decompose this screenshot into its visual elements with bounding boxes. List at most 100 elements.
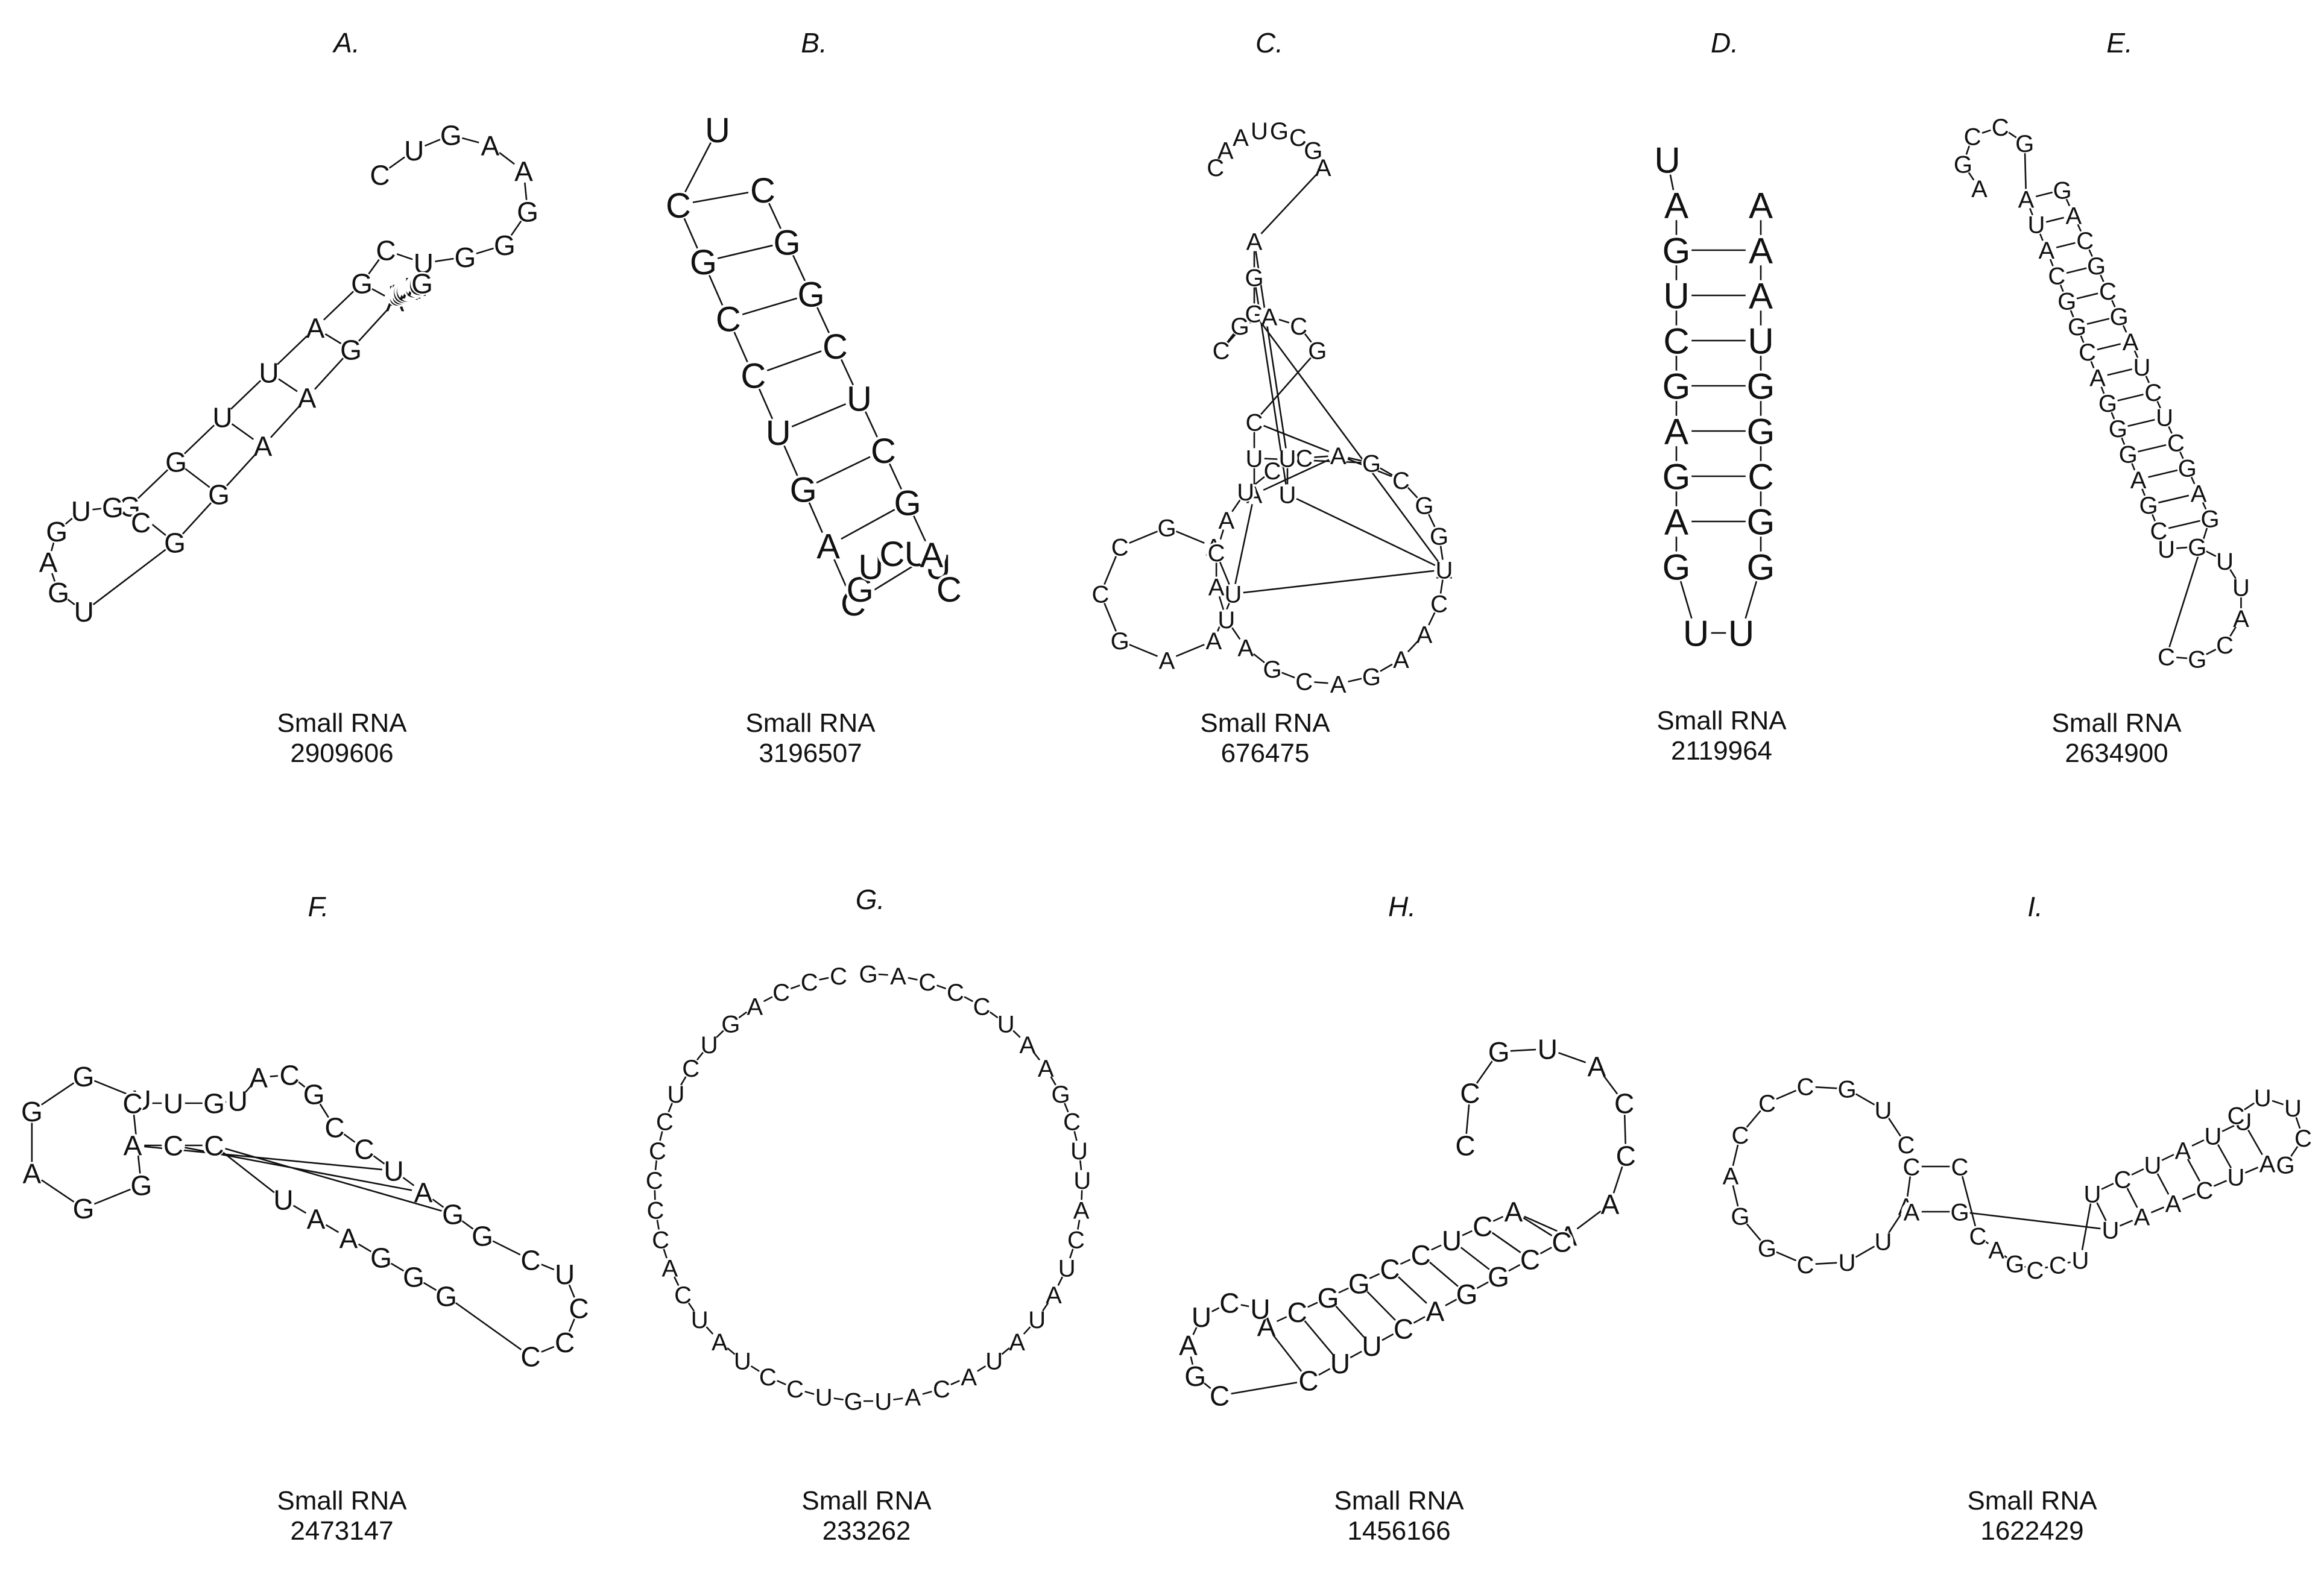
nucleotide-bg bbox=[650, 1229, 671, 1250]
nucleotide-bg bbox=[2063, 205, 2084, 225]
nucleotide: U bbox=[1874, 1229, 1892, 1256]
nucleotide: C bbox=[1246, 409, 1263, 436]
nucleotide-bg bbox=[369, 1245, 393, 1270]
nucleotide-bg bbox=[2100, 1220, 2121, 1240]
nucleotide-bg bbox=[1215, 140, 1236, 160]
nucleotide-bg bbox=[1745, 415, 1776, 447]
nucleotide-bg bbox=[1745, 280, 1776, 311]
nucleotide: G bbox=[2178, 456, 2197, 482]
nucleotide: C bbox=[1213, 338, 1230, 364]
panel-i: I. CUGCCCAGGCUUACCCAGCCUUCUAUUCUUCGAUCAA… bbox=[1720, 891, 2314, 1546]
nucleotide: G bbox=[1837, 1077, 1856, 1103]
rna-structure-h: CCGUACCAAACUCCGGCAUCUAGCCUUCAGGCC bbox=[1176, 1034, 1638, 1412]
rna-structure-i: CUGCCCAGGCUUACCCAGCCUUCUAUUCUUCGAUCAAUGA bbox=[1720, 1074, 2314, 1284]
nucleotide-bg bbox=[247, 1066, 270, 1089]
nucleotide: U bbox=[163, 1088, 183, 1119]
nucleotide-bg bbox=[892, 488, 923, 517]
nucleotide-bg bbox=[1990, 116, 2010, 137]
nucleotide-bg bbox=[709, 1331, 730, 1352]
nucleotide-bg bbox=[2187, 537, 2208, 557]
nucleotide: A bbox=[481, 130, 499, 162]
nucleotide-bg bbox=[1206, 576, 1227, 597]
nucleotide: U bbox=[2084, 1181, 2101, 1207]
nucleotide: G bbox=[1308, 338, 1327, 364]
nucleotide-bg bbox=[680, 1057, 701, 1078]
nucleotide-bg bbox=[858, 963, 879, 984]
nucleotide: C bbox=[740, 357, 766, 396]
nucleotide: A bbox=[306, 313, 325, 344]
nucleotide-bg bbox=[1287, 127, 1309, 148]
nucleotide: C bbox=[656, 1109, 674, 1136]
nucleotide-bg bbox=[2142, 1154, 2163, 1175]
nucleotide: U bbox=[766, 414, 791, 453]
nucleotide-bg bbox=[2142, 382, 2164, 403]
nucleotide: A bbox=[662, 1255, 678, 1282]
nucleotide-bg bbox=[713, 304, 744, 333]
nucleotide: G bbox=[1231, 313, 1249, 340]
nucleotide: C bbox=[354, 1134, 374, 1165]
nucleotide: A bbox=[124, 1130, 142, 1162]
nucleotide: A bbox=[1019, 1032, 1035, 1059]
nucleotide-bg bbox=[1486, 1265, 1511, 1288]
nucleotide-bg bbox=[1661, 461, 1692, 492]
nucleotide-bg bbox=[1455, 1282, 1479, 1306]
nucleotide: U bbox=[1073, 1168, 1091, 1194]
nucleotide-bg bbox=[2231, 577, 2252, 598]
nucleotide-bg bbox=[2226, 1166, 2246, 1187]
nucleotide: U bbox=[705, 111, 730, 150]
nucleotide-bg bbox=[1066, 1229, 1087, 1250]
nucleotide-bg bbox=[745, 996, 765, 1016]
nucleotide: C bbox=[947, 980, 964, 1006]
nucleotide: G bbox=[494, 230, 516, 261]
nucleotide: G bbox=[2276, 1152, 2294, 1179]
nucleotide: U bbox=[2232, 575, 2250, 602]
nucleotide: C bbox=[2294, 1126, 2312, 1152]
nucleotide-bg bbox=[1035, 1057, 1056, 1078]
nucleotide: C bbox=[555, 1327, 575, 1358]
nucleotide: C bbox=[370, 160, 390, 191]
nucleotide: C bbox=[1290, 313, 1307, 340]
nucleotide: C bbox=[1460, 1077, 1480, 1109]
nucleotide: C bbox=[1992, 115, 2009, 141]
nucleotide: G bbox=[442, 1199, 464, 1230]
nucleotide: U bbox=[997, 1011, 1015, 1037]
nucleotide: A bbox=[1749, 231, 1773, 271]
nucleotide-bg bbox=[1837, 1251, 1857, 1273]
nucleotide: A bbox=[298, 383, 317, 414]
nucleotide: G bbox=[1318, 1282, 1339, 1314]
nucleotide: G bbox=[797, 275, 824, 315]
nucleotide-bg bbox=[352, 1137, 376, 1161]
nucleotide-bg bbox=[1235, 637, 1256, 658]
nucleotide-bg bbox=[2014, 133, 2035, 154]
rna-structure-b: UCGCCUGACGUCUUCAGCUCGGC bbox=[663, 111, 964, 623]
backbone bbox=[47, 134, 529, 613]
nucleotide-bg bbox=[1901, 1201, 1922, 1222]
nucleotide: A bbox=[2259, 1151, 2276, 1177]
nucleotide-bg bbox=[1720, 1165, 1741, 1186]
nucleotide-bg bbox=[202, 1091, 226, 1115]
caption-label-b: Small RNA bbox=[745, 708, 876, 738]
nucleotide: A bbox=[2191, 480, 2207, 507]
nucleotide: C bbox=[131, 507, 151, 538]
nucleotide: A bbox=[1073, 1198, 1090, 1224]
nucleotide-bg bbox=[1190, 1305, 1213, 1329]
nucleotide: A bbox=[2175, 1138, 2191, 1164]
nucleotide-bg bbox=[1745, 325, 1776, 356]
nucleotide: G bbox=[894, 483, 921, 523]
nucleotide-bg bbox=[1873, 1100, 1893, 1120]
nucleotide: U bbox=[691, 1307, 709, 1333]
nucleotide-bg bbox=[162, 1091, 185, 1115]
nucleotide-bg bbox=[2214, 550, 2235, 571]
panel-letter-c: C. bbox=[1255, 27, 1283, 58]
nucleotide-bg bbox=[2004, 1253, 2026, 1274]
nucleotide-bg bbox=[303, 316, 327, 340]
nucleotide-bg bbox=[1745, 551, 1776, 582]
nucleotide: A bbox=[1749, 276, 1773, 316]
nucleotide-bg bbox=[1157, 650, 1177, 670]
nucleotide-bg bbox=[2056, 291, 2077, 312]
nucleotide: A bbox=[2039, 238, 2055, 264]
nucleotide-bg bbox=[2097, 392, 2118, 414]
nucleotide: G bbox=[1747, 547, 1775, 588]
nucleotide: C bbox=[1430, 591, 1448, 617]
